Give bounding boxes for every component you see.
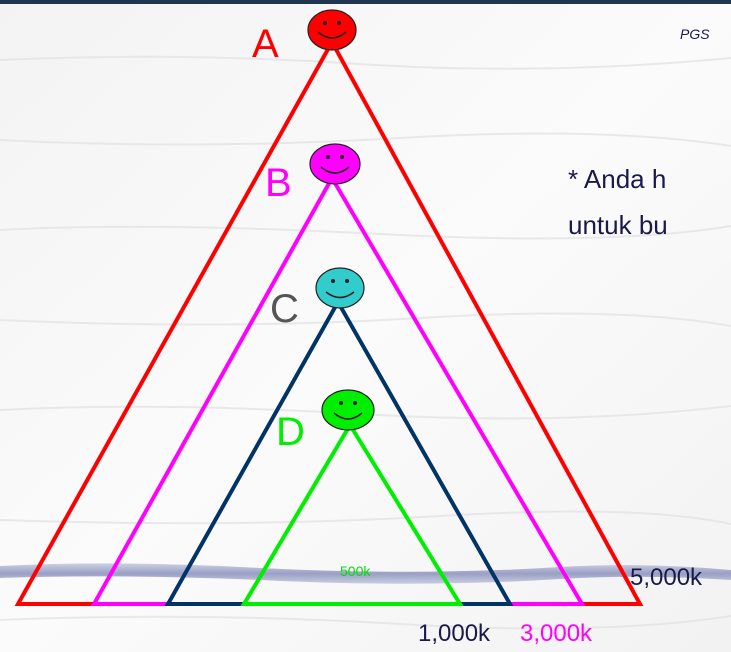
face-c-icon bbox=[315, 267, 365, 309]
note-line-1: * Anda h bbox=[568, 164, 667, 194]
label-d: D bbox=[276, 410, 305, 454]
header-tag: PGS bbox=[680, 26, 710, 42]
value-b: 3,000k bbox=[520, 620, 593, 647]
label-c: C bbox=[270, 287, 299, 331]
ground-line bbox=[0, 563, 731, 584]
value-a: 5,000k bbox=[630, 564, 703, 591]
triangle-d bbox=[240, 421, 464, 606]
note-line-2: untuk bu bbox=[568, 210, 668, 240]
value-c: 1,000k bbox=[418, 620, 491, 647]
top-border bbox=[0, 0, 731, 4]
value-d: 500k bbox=[340, 563, 371, 579]
label-b: B bbox=[265, 161, 292, 205]
face-a-icon bbox=[307, 9, 357, 51]
face-d-icon bbox=[321, 389, 375, 431]
face-b-icon bbox=[309, 143, 361, 185]
label-a: A bbox=[252, 22, 279, 66]
